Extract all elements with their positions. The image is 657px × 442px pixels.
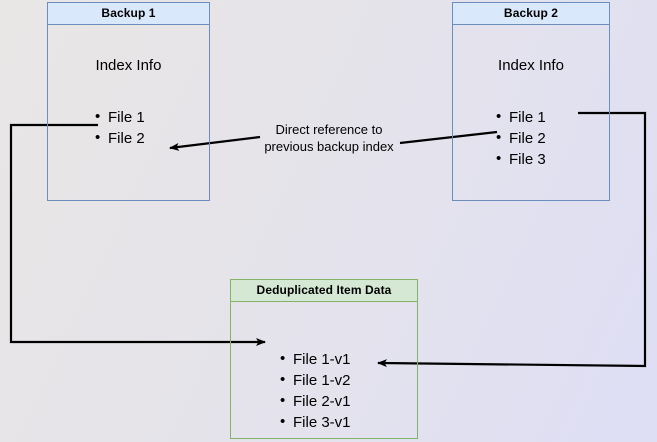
backup-1-box[interactable]: Backup 1 Index Info File 1 File 2 <box>47 2 210 201</box>
list-item: File 2 <box>95 127 145 149</box>
list-item: File 2-v1 <box>280 390 350 412</box>
backup-2-box[interactable]: Backup 2 Index Info File 1 File 2 File 3 <box>452 2 610 201</box>
backup-2-body: Index Info File 1 File 2 File 3 <box>453 25 609 200</box>
list-item: File 1-v2 <box>280 369 350 391</box>
backup-1-header: Backup 1 <box>48 3 209 25</box>
backup-2-header: Backup 2 <box>453 3 609 25</box>
deduplicated-file-list: File 1-v1 File 1-v2 File 2-v1 File 3-v1 <box>275 348 350 433</box>
list-item: File 1 <box>496 106 546 128</box>
backup-1-index-info-label: Index Info <box>95 57 162 74</box>
backup-2-file-list: File 1 File 2 File 3 <box>491 106 546 170</box>
list-item: File 3 <box>496 148 546 170</box>
backup-1-file-list: File 1 File 2 <box>90 106 145 149</box>
list-item: File 1 <box>95 106 145 128</box>
backup-1-body: Index Info File 1 File 2 <box>48 25 209 200</box>
deduplicated-item-data-box[interactable]: Deduplicated Item Data File 1-v1 File 1-… <box>230 279 418 439</box>
deduplicated-item-data-body: File 1-v1 File 1-v2 File 2-v1 File 3-v1 <box>231 302 417 438</box>
list-item: File 1-v1 <box>280 348 350 370</box>
edge-label-line-2: previous backup index <box>264 139 394 154</box>
deduplicated-item-data-header: Deduplicated Item Data <box>231 280 417 302</box>
edge-label-direct-reference: Direct reference to previous backup inde… <box>246 121 412 155</box>
backup-2-index-info-label: Index Info <box>498 57 564 74</box>
list-item: File 3-v1 <box>280 411 350 433</box>
list-item: File 2 <box>496 127 546 149</box>
edge-label-line-1: Direct reference to <box>275 122 383 137</box>
